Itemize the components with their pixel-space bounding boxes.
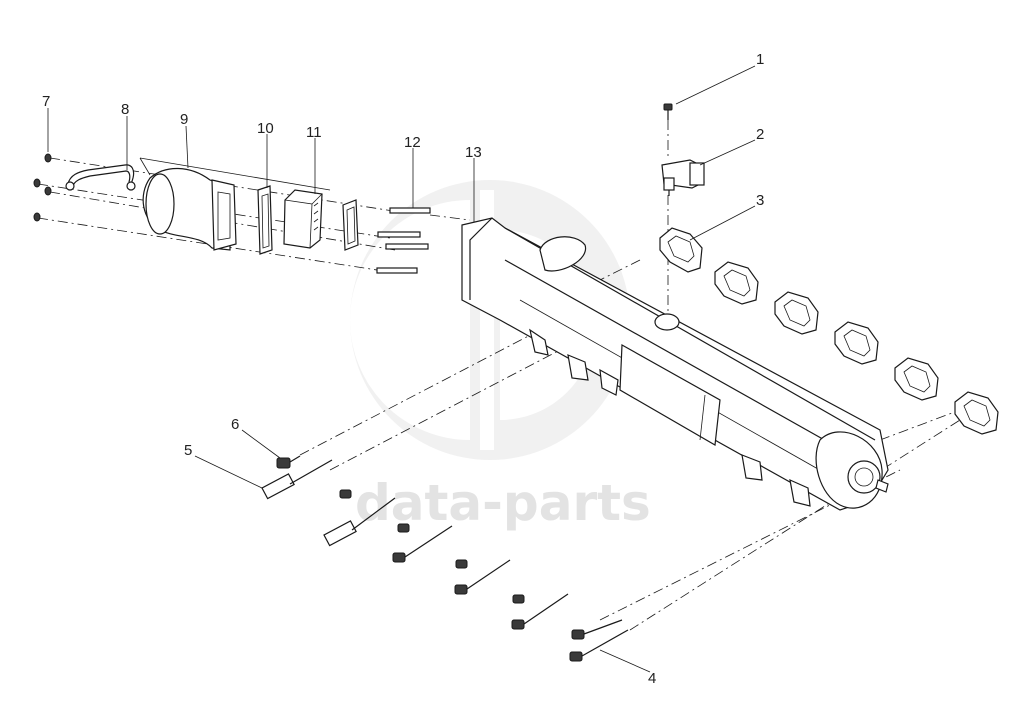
callout-1: 1 bbox=[756, 51, 764, 68]
bolt bbox=[397, 523, 410, 533]
callout-11: 11 bbox=[306, 124, 322, 141]
tube-part-8 bbox=[65, 164, 136, 191]
bolt bbox=[454, 559, 511, 595]
intake-manifold-body bbox=[461, 217, 889, 511]
callout-4: 4 bbox=[648, 670, 656, 687]
bolt bbox=[512, 594, 525, 604]
nuts-part-7 bbox=[33, 153, 52, 222]
bolt bbox=[571, 619, 623, 640]
screw-part-1 bbox=[663, 103, 673, 120]
bolts-part-5 bbox=[261, 459, 396, 547]
elbow-part-9 bbox=[139, 157, 331, 251]
stud bbox=[376, 267, 418, 274]
stud bbox=[389, 207, 431, 214]
callout-10: 10 bbox=[257, 120, 274, 137]
gasket-part-10 bbox=[257, 185, 273, 255]
bolt bbox=[569, 629, 629, 662]
stud bbox=[377, 231, 421, 238]
callout-12: 12 bbox=[404, 134, 421, 151]
bolt bbox=[339, 489, 352, 499]
callout-labels: 1 2 3 4 5 6 7 8 9 10 11 12 13 bbox=[42, 51, 764, 687]
bolt bbox=[455, 559, 468, 569]
heater-part-11 bbox=[283, 189, 359, 251]
callout-2: 2 bbox=[756, 126, 764, 143]
callout-9: 9 bbox=[180, 111, 188, 128]
bolt bbox=[511, 593, 569, 630]
stud bbox=[385, 243, 429, 250]
spacer-bolt bbox=[261, 459, 333, 500]
callout-5: 5 bbox=[184, 442, 192, 459]
spacer-bolt bbox=[323, 497, 396, 547]
callout-7: 7 bbox=[42, 93, 50, 110]
gaskets-part-3 bbox=[659, 227, 999, 435]
sensor-part-2 bbox=[661, 159, 705, 196]
callout-13: 13 bbox=[465, 144, 482, 161]
leader-lines bbox=[47, 65, 756, 673]
callout-3: 3 bbox=[756, 192, 764, 209]
bolts-part-4 bbox=[339, 489, 629, 662]
callout-6: 6 bbox=[231, 416, 239, 433]
heater-ribs bbox=[313, 202, 319, 231]
callout-8: 8 bbox=[121, 101, 129, 118]
watermark-text: data-parts bbox=[355, 474, 651, 532]
bolt bbox=[392, 525, 453, 563]
bolt-part-6 bbox=[276, 455, 301, 469]
studs-part-12 bbox=[376, 207, 431, 274]
